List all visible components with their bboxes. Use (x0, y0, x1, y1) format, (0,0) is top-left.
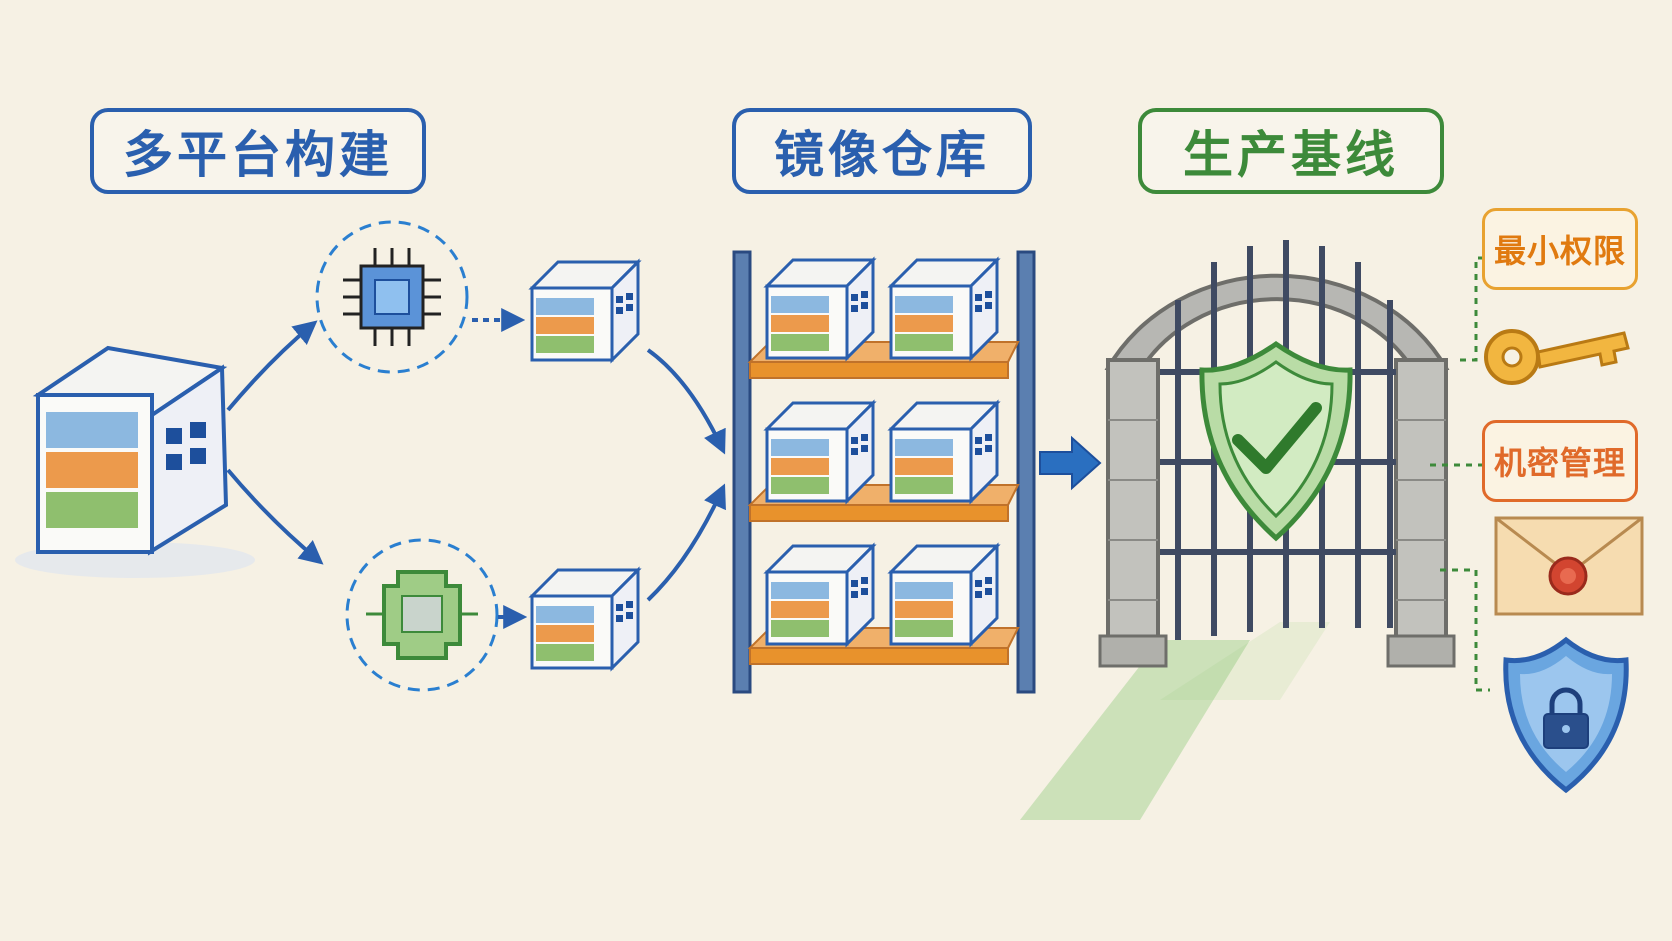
verified-shield-icon (1199, 340, 1353, 542)
tag-least-privilege: 最小权限 (1482, 208, 1638, 290)
lock-shield-icon (1503, 636, 1629, 794)
arch-image-cube-arm64 (530, 568, 640, 670)
arrow-to-cpu-blue (226, 320, 318, 412)
cpu-chip-icon (315, 220, 469, 374)
stage-title-multi-platform-build: 多平台构建 (90, 108, 426, 194)
key-icon (1484, 329, 1630, 385)
arm-chip-icon (345, 538, 499, 692)
source-container-cube (15, 345, 255, 578)
stored-image-cube (889, 401, 999, 503)
arch-image-cube-amd64 (530, 260, 640, 362)
stone-archway (1020, 273, 1456, 820)
arrow-to-cpu-green (226, 468, 324, 565)
stored-image-cube (765, 401, 875, 503)
stored-image-cube (765, 544, 875, 646)
stage-title-production-baseline: 生产基线 (1138, 108, 1444, 194)
sealed-envelope-icon (1494, 516, 1644, 616)
tag-secrets-management: 机密管理 (1482, 420, 1638, 502)
stage-title-image-registry: 镜像仓库 (732, 108, 1032, 194)
stored-image-cube (889, 544, 999, 646)
stored-image-cube (889, 258, 999, 360)
promote-arrow (1039, 435, 1102, 491)
stored-image-cube (765, 258, 875, 360)
